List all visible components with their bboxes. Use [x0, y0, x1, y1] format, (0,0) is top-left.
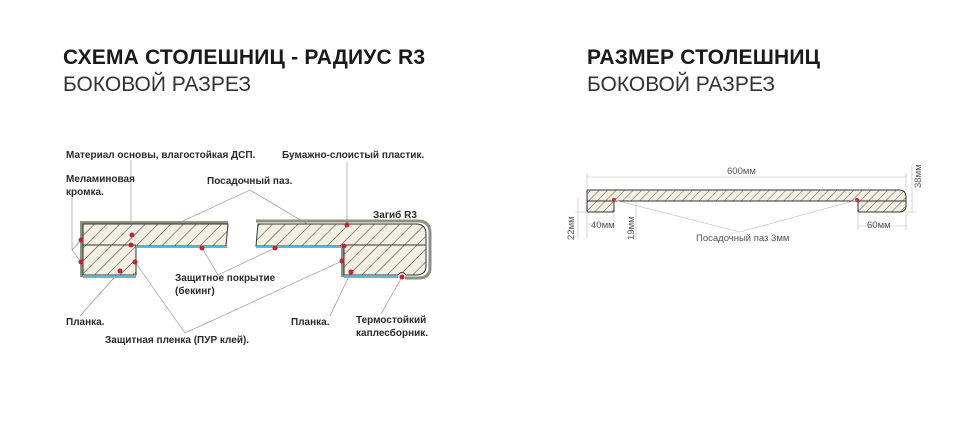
left-subtitle: БОКОВОЙ РАЗРЕЗ: [63, 73, 252, 96]
label-base-material: Материал основы, влагостойкая ДСП.: [66, 150, 256, 161]
label-drip-2: каплесборник.: [356, 328, 429, 339]
label-film: Защитная пленка (ПУР клей).: [105, 335, 250, 346]
dimension-lines: [575, 165, 916, 240]
dim-width: 600мм: [727, 166, 756, 177]
right-title: РАЗМЕР СТОЛЕШНИЦ: [587, 46, 821, 69]
dim-groove: Посадочный паз 3мм: [696, 233, 790, 244]
dim-left-width: 40мм: [591, 220, 615, 231]
label-bend: Загиб R3: [373, 210, 417, 221]
left-countertop-section: [80, 221, 229, 278]
label-strip-right: Планка.: [291, 317, 330, 328]
label-drip-1: Термостойкий: [356, 315, 427, 326]
dim-groove-height: 19мм: [626, 216, 637, 240]
right-subtitle: БОКОВОЙ РАЗРЕЗ: [587, 73, 776, 96]
right-countertop-section: [255, 219, 432, 280]
label-melamine-1: Меламиновая: [66, 174, 135, 185]
marker-dots: [78, 222, 405, 280]
dim-thickness: 38мм: [913, 164, 924, 188]
dim-left-height: 22мм: [566, 216, 577, 240]
label-groove: Посадочный паз.: [207, 176, 293, 187]
label-hpl: Бумажно-слоистый пластик.: [282, 150, 425, 161]
label-strip-left: Планка.: [66, 317, 105, 328]
dim-right-width: 60мм: [867, 220, 891, 231]
label-backing-2: (бекинг): [175, 286, 215, 297]
label-backing-1: Защитное покрытие: [175, 273, 276, 284]
left-title: СХЕМА СТОЛЕШНИЦ - РАДИУС R3: [63, 46, 426, 69]
size-section: [586, 189, 907, 213]
label-melamine-2: кромка.: [66, 187, 104, 198]
